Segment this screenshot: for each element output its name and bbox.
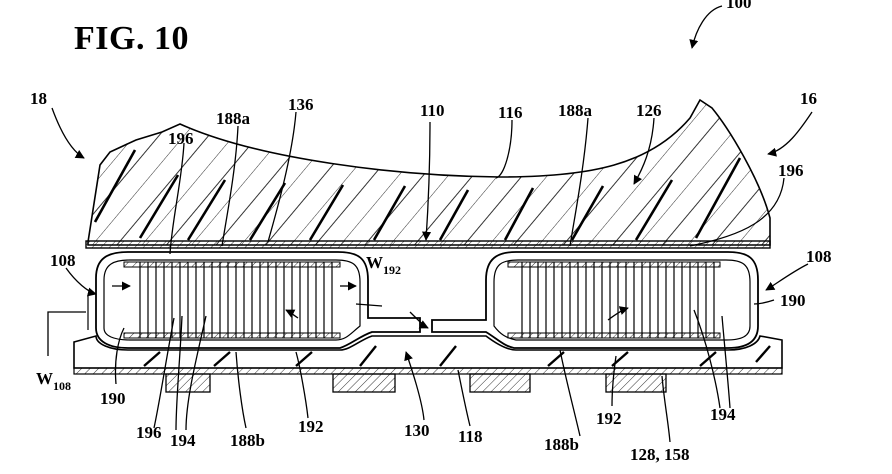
label-190-right: 190 xyxy=(780,291,806,310)
reference-labels: 100 18 16 196 188a 136 110 116 188a 126 … xyxy=(30,0,832,464)
label-136: 136 xyxy=(288,95,314,114)
label-108-left: 108 xyxy=(50,251,76,270)
label-108-right: 108 xyxy=(806,247,832,266)
label-116: 116 xyxy=(498,103,523,122)
label-196-top-right: 196 xyxy=(778,161,804,180)
right-fluid-cell xyxy=(431,251,759,349)
label-188b-left: 188b xyxy=(230,431,265,450)
outsole xyxy=(73,334,783,393)
label-192-left: 192 xyxy=(298,417,324,436)
label-110: 110 xyxy=(420,101,445,120)
left-fluid-cell xyxy=(95,251,421,349)
label-192-right: 192 xyxy=(596,409,622,428)
label-100: 100 xyxy=(726,0,752,12)
label-118: 118 xyxy=(458,427,483,446)
upper-cushion xyxy=(85,98,771,249)
label-190-left: 190 xyxy=(100,389,126,408)
label-130: 130 xyxy=(404,421,430,440)
label-188a-right: 188a xyxy=(558,101,593,120)
figure-title: FIG. 10 xyxy=(74,20,189,57)
label-18: 18 xyxy=(30,89,47,108)
leader-lines xyxy=(47,5,813,443)
label-194-right: 194 xyxy=(710,405,736,424)
label-16: 16 xyxy=(800,89,817,108)
label-w108: W108 xyxy=(36,369,71,393)
label-188a-left: 188a xyxy=(216,109,251,128)
label-128-158: 128, 158 xyxy=(630,445,690,464)
label-126: 126 xyxy=(636,101,662,120)
label-194-left: 194 xyxy=(170,431,196,450)
label-w192: W192 xyxy=(366,253,401,277)
label-188b-right: 188b xyxy=(544,435,579,454)
label-196-bottom: 196 xyxy=(136,423,162,442)
label-196-top-left: 196 xyxy=(168,129,194,148)
